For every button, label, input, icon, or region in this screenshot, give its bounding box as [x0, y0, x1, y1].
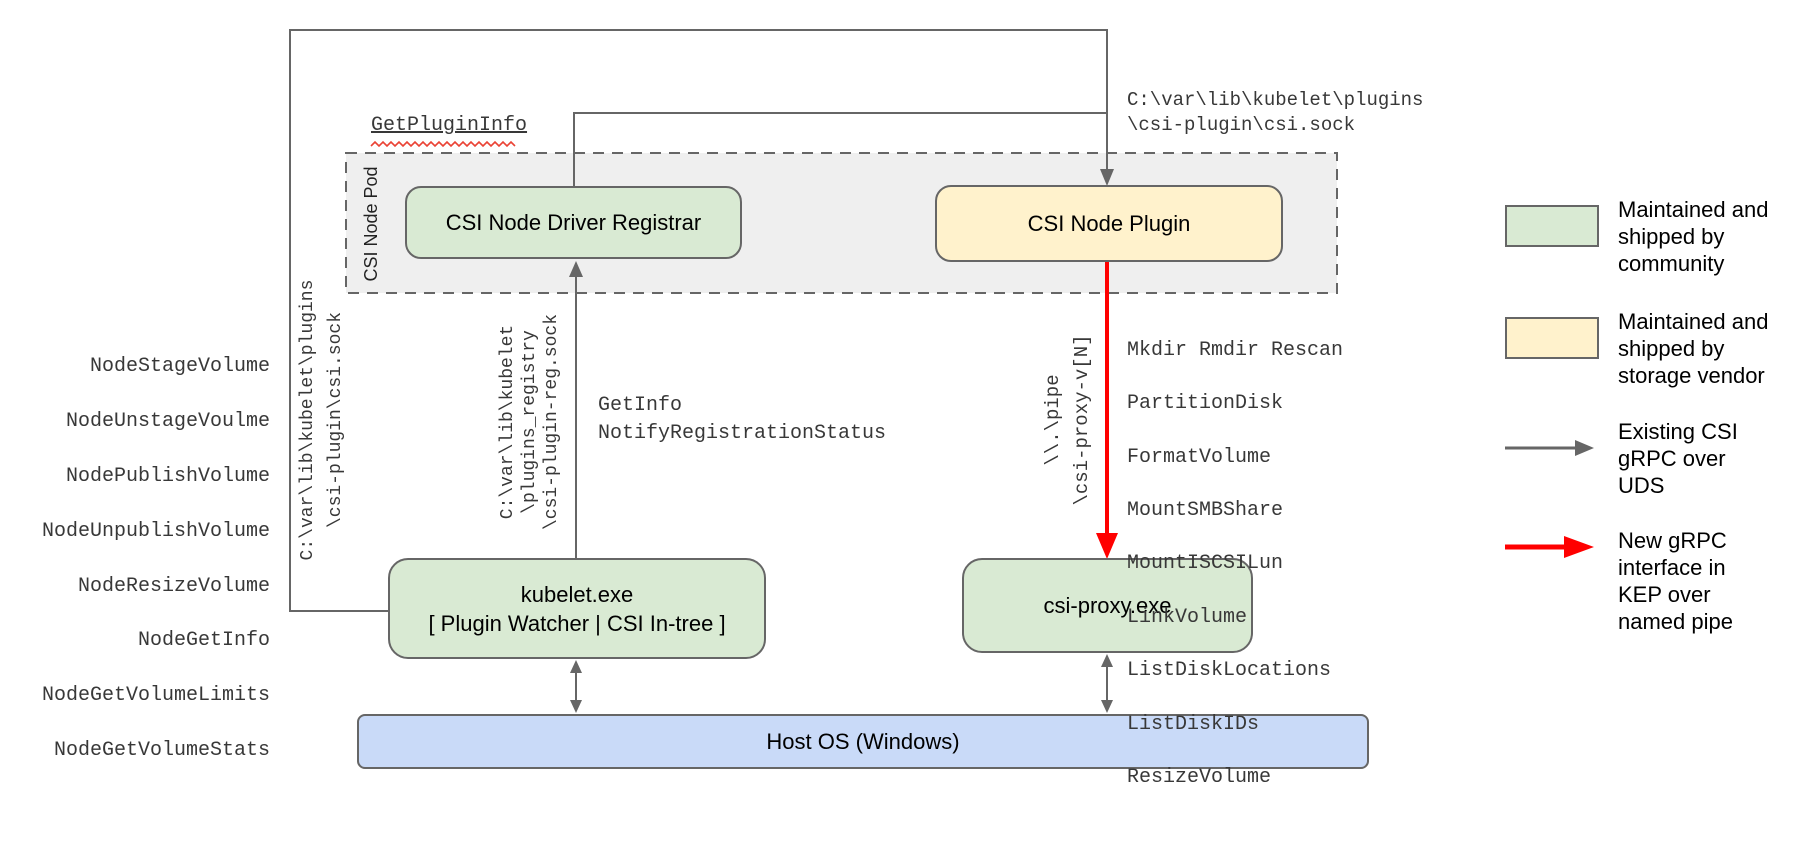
- kubelet-hostos-down-arrowhead-icon: [570, 700, 582, 713]
- node-rpc-list: NodeStageVolume NodeUnstageVoulme NodePu…: [30, 326, 270, 792]
- node-rpc-item: NodeStageVolume: [89, 355, 270, 379]
- legend-community-swatch: [1505, 205, 1599, 247]
- legend-vendor-swatch: [1505, 317, 1599, 359]
- proxy-rpc-item: ListDiskLocations: [1127, 659, 1332, 683]
- plugin-to-csiproxy-arrowhead-icon: [1096, 533, 1118, 559]
- proxy-rpc-item: ListDiskIDs: [1127, 712, 1260, 736]
- proxy-rpc-item: MountSMBShare: [1127, 498, 1284, 522]
- registration-calls-label: GetInfo NotifyRegistrationStatus: [598, 394, 887, 445]
- csi-node-plugin-label: CSI Node Plugin: [1027, 211, 1191, 236]
- kubelet-to-registrar-arrowhead-icon: [569, 261, 583, 277]
- node-rpc-item: NodePublishVolume: [65, 465, 270, 489]
- host-os-label: Host OS (Windows): [766, 729, 960, 754]
- csiproxy-hostos-up-arrowhead-icon: [1101, 654, 1113, 667]
- csiproxy-hostos-down-arrowhead-icon: [1101, 700, 1113, 713]
- kubelet-hostos-up-arrowhead-icon: [570, 660, 582, 673]
- node-rpc-item: NodeResizeVolume: [77, 574, 270, 598]
- legend-uds-text: Existing CSI gRPC over UDS: [1618, 419, 1738, 498]
- getplugininfo-label: GetPluginInfo: [371, 114, 528, 137]
- legend-namedpipe-text: New gRPC interface in KEP over named pip…: [1618, 528, 1733, 634]
- getplugininfo-squiggle-icon: [370, 140, 516, 148]
- host-os-box: Host OS (Windows): [357, 714, 1369, 769]
- proxy-rpc-item: ResizeVolume: [1127, 765, 1272, 789]
- node-rpc-item: NodeGetVolumeStats: [53, 739, 270, 763]
- node-rpc-item: NodeUnstageVoulme: [65, 410, 270, 434]
- csi-node-driver-registrar-label: CSI Node Driver Registrar: [445, 210, 702, 235]
- proxy-rpc-item: PartitionDisk: [1127, 392, 1284, 416]
- csi-node-driver-registrar-box: CSI Node Driver Registrar: [405, 186, 742, 259]
- proxy-rpc-item: MountISCSILun: [1127, 552, 1284, 576]
- csi-sock-path-top-right: C:\var\lib\kubelet\plugins \csi-plugin\c…: [1127, 89, 1424, 136]
- proxy-rpc-item: FormatVolume: [1127, 445, 1272, 469]
- csi-node-plugin-box: CSI Node Plugin: [935, 185, 1283, 262]
- kubelet-box: kubelet.exe [ Plugin Watcher | CSI In-tr…: [388, 558, 766, 659]
- kubelet-label-line1: kubelet.exe: [520, 581, 634, 607]
- kubelet-label-line2: [ Plugin Watcher | CSI In-tree ]: [428, 610, 726, 636]
- node-rpc-item: NodeUnpublishVolume: [41, 519, 270, 543]
- kubelet-to-plugin-arrowhead-icon: [1100, 169, 1114, 186]
- csi-proxy-box: csi-proxy.exe: [962, 558, 1253, 653]
- csi-sock-path-left-vertical: C:\var\lib\kubelet\plugins \csi-plugin\c…: [298, 279, 346, 561]
- proxy-rpc-item: Mkdir Rmdir Rescan: [1127, 338, 1344, 362]
- node-rpc-item: NodeGetInfo: [137, 629, 270, 653]
- node-rpc-item: NodeGetVolumeLimits: [41, 684, 270, 708]
- registrar-to-plugin-connector: [573, 112, 1106, 186]
- registration-sock-path-vertical: C:\var\lib\kubelet \plugins_registry \cs…: [498, 313, 562, 531]
- legend-namedpipe-arrowhead-icon: [1564, 536, 1594, 558]
- csi-proxy-label: csi-proxy.exe: [1043, 593, 1172, 618]
- legend-vendor-text: Maintained and shipped by storage vendor: [1618, 309, 1769, 388]
- csi-node-pod-label: CSI Node Pod: [361, 166, 381, 282]
- proxy-rpc-list: Mkdir Rmdir Rescan PartitionDisk FormatV…: [1127, 311, 1343, 818]
- legend-community-text: Maintained and shipped by community: [1618, 197, 1769, 276]
- proxy-rpc-item: LinkVolume: [1127, 605, 1248, 629]
- kubelet-to-plugin-connector: [289, 29, 1108, 612]
- legend-uds-arrowhead-icon: [1575, 440, 1594, 456]
- named-pipe-path-vertical: \\.\pipe \csi-proxy-v[N]: [1042, 334, 1093, 506]
